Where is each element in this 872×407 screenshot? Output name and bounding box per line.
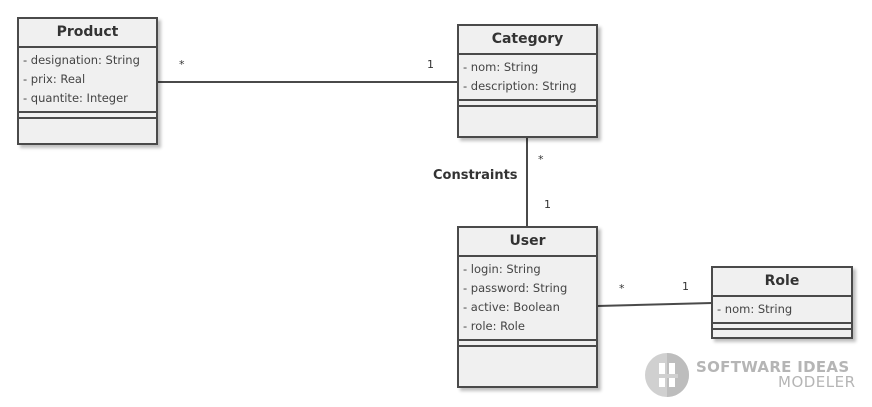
attribute-nom: - nom: String bbox=[717, 302, 793, 316]
logo-text-modeler: MODELER bbox=[778, 373, 856, 391]
attribute-prix: - prix: Real bbox=[23, 72, 86, 86]
multiplicity-category-user-bottom: 1 bbox=[544, 198, 551, 211]
attribute-nom: - nom: String bbox=[463, 60, 539, 74]
class-name-user: User bbox=[459, 228, 596, 257]
class-user[interactable]: User - login: String - password: String … bbox=[457, 226, 598, 388]
association-user-role[interactable] bbox=[596, 302, 713, 307]
software-ideas-modeler-logo: SOFTWARE IDEAS MODELER bbox=[644, 352, 866, 398]
logo-text-software-ideas: SOFTWARE IDEAS bbox=[696, 358, 850, 376]
attribute-description: - description: String bbox=[463, 79, 577, 93]
class-category[interactable]: Category - nom: String - description: St… bbox=[457, 24, 598, 138]
multiplicity-user-end: * bbox=[619, 282, 625, 295]
operations-compartment-role bbox=[713, 324, 851, 330]
attribute-quantite: - quantite: Integer bbox=[23, 91, 128, 105]
attribute-active: - active: Boolean bbox=[463, 300, 560, 314]
attribute-list-user: - login: String - password: String - act… bbox=[459, 257, 596, 341]
operations-compartment-product bbox=[19, 113, 156, 119]
multiplicity-role-end: 1 bbox=[682, 280, 689, 293]
logo-mark-icon bbox=[645, 353, 689, 397]
attribute-designation: - designation: String bbox=[23, 53, 140, 67]
operations-compartment-category bbox=[459, 101, 596, 107]
multiplicity-category-user-top: * bbox=[538, 153, 544, 166]
attribute-role: - role: Role bbox=[463, 319, 525, 333]
attribute-login: - login: String bbox=[463, 262, 541, 276]
class-name-role: Role bbox=[713, 268, 851, 297]
class-role[interactable]: Role - nom: String bbox=[711, 266, 853, 339]
multiplicity-product-end: * bbox=[179, 58, 185, 71]
association-name-constraints: Constraints bbox=[433, 168, 518, 183]
attribute-list-product: - designation: String - prix: Real - qua… bbox=[19, 48, 156, 113]
class-name-product: Product bbox=[19, 19, 156, 48]
attribute-list-role: - nom: String bbox=[713, 297, 851, 324]
class-product[interactable]: Product - designation: String - prix: Re… bbox=[17, 17, 158, 145]
attribute-list-category: - nom: String - description: String bbox=[459, 55, 596, 101]
attribute-password: - password: String bbox=[463, 281, 568, 295]
multiplicity-category-end: 1 bbox=[427, 58, 434, 71]
class-name-category: Category bbox=[459, 26, 596, 55]
operations-compartment-user bbox=[459, 341, 596, 347]
